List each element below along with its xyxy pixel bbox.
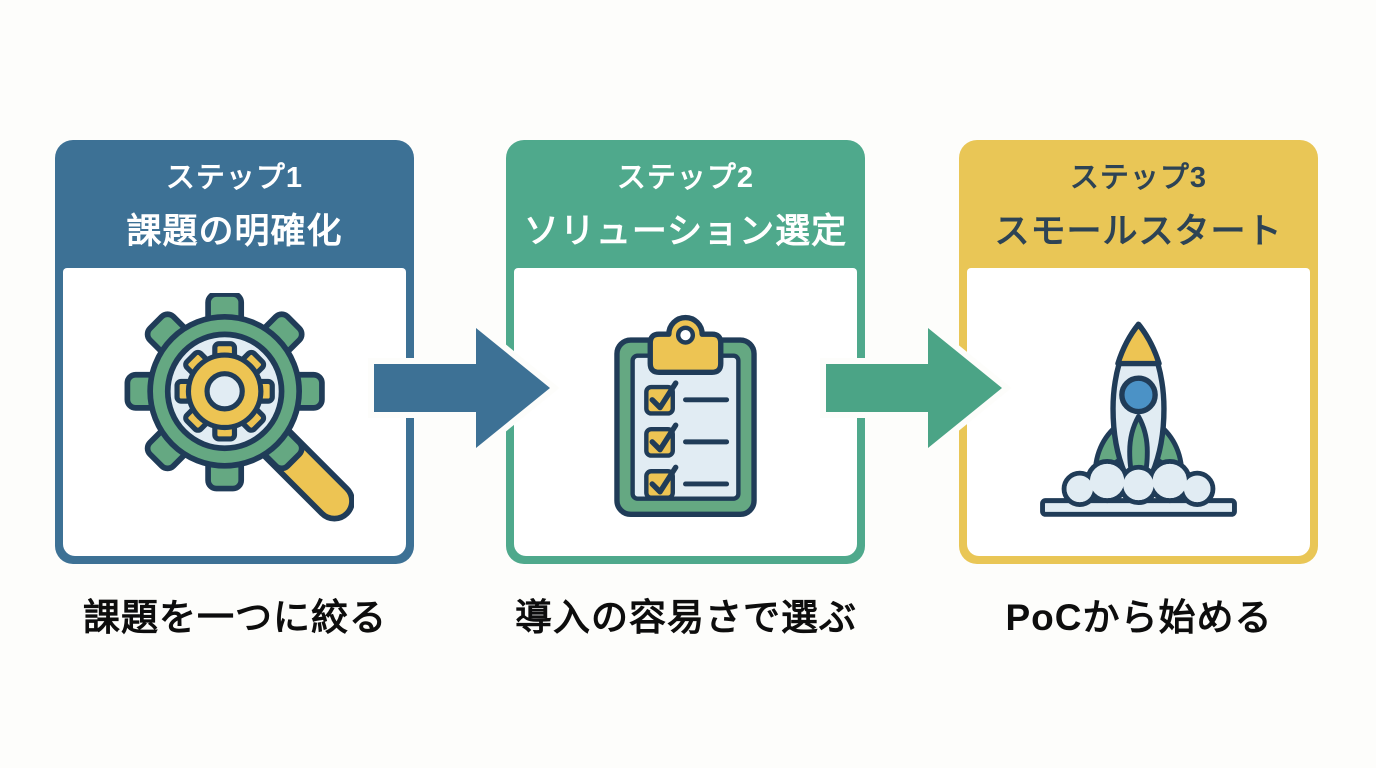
step1-card: ステップ1 課題の明確化 xyxy=(55,140,414,564)
checklist-clipboard-icon xyxy=(614,314,757,517)
step2-subtitle: ソリューション選定 xyxy=(523,212,848,251)
arrow-step2-to-step3 xyxy=(820,315,1012,461)
arrow-step1-to-step2 xyxy=(368,315,560,461)
step2-caption: 導入の容易さで選ぶ xyxy=(515,597,857,638)
step3-caption: PoCから始める xyxy=(1005,597,1273,638)
gear-magnifier-icon xyxy=(124,293,354,522)
step3-subtitle: スモールスタート xyxy=(994,212,1283,251)
step3-card: ステップ3 スモールスタート xyxy=(959,140,1318,564)
step1-header: ステップ1 課題の明確化 xyxy=(55,140,414,268)
rocket-launch-icon xyxy=(1040,321,1237,517)
step2-title: ステップ2 xyxy=(616,162,755,194)
step1-title: ステップ1 xyxy=(165,162,304,194)
step2-card: ステップ2 ソリューション選定 xyxy=(506,140,865,564)
step3-body xyxy=(967,268,1310,556)
step3-header: ステップ3 スモールスタート xyxy=(959,140,1318,268)
arrow-right-icon xyxy=(368,315,560,461)
arrow-right-icon xyxy=(820,315,1012,461)
step1-subtitle: 課題の明確化 xyxy=(126,212,343,251)
step2-header: ステップ2 ソリューション選定 xyxy=(506,140,865,268)
step2-body xyxy=(514,268,857,556)
step3-title: ステップ3 xyxy=(1069,162,1208,194)
step1-caption: 課題を一つに絞る xyxy=(83,597,387,638)
step1-body xyxy=(63,268,406,556)
